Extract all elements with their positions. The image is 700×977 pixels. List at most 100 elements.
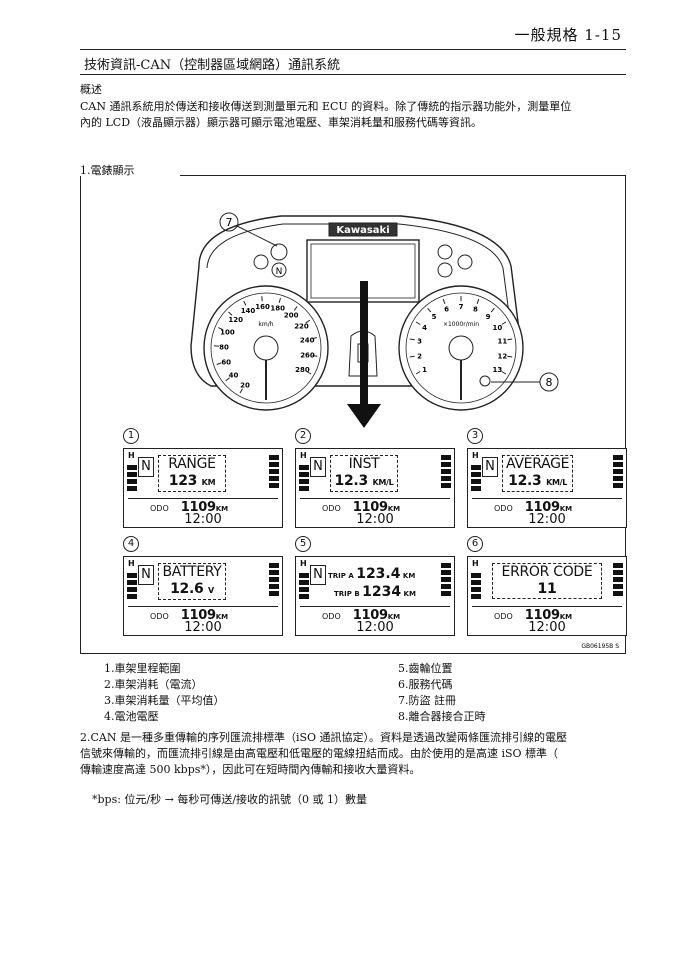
info-title: INST	[348, 456, 380, 472]
gauge-tick-mark	[409, 338, 415, 341]
fuel-bar-segment	[441, 476, 451, 481]
info-value: 11	[537, 581, 557, 597]
gauge-tick-mark	[415, 321, 421, 325]
temp-bar-segment	[299, 465, 309, 470]
temp-bar-segment	[127, 573, 137, 578]
callout-7: 7	[226, 216, 233, 229]
info-value: 123 KM	[168, 473, 216, 489]
info-value: 12.3 KM/L	[334, 473, 394, 489]
temp-bar-segment	[471, 486, 481, 491]
gauge-tick-mark	[507, 338, 513, 341]
fuel-bar-segment	[613, 584, 623, 589]
panel-number-3: 3	[467, 428, 483, 444]
figure-top-rule	[180, 175, 626, 176]
clock-readout: 12:00	[528, 620, 566, 635]
temp-bar-segment	[471, 580, 481, 585]
gauge-tick-mark	[490, 307, 495, 313]
fuel-bar-segment	[269, 570, 279, 575]
header-rule	[80, 49, 626, 50]
legend-item-2: 2.車架消耗（電流）	[104, 678, 203, 691]
fuel-bar-segment	[613, 455, 623, 460]
fuel-bar-segment	[441, 563, 451, 568]
note-line-3: 傳輸速度高達 500 kbps*），因此可在短時間內傳輸和接收大量資料。	[80, 763, 421, 776]
temp-bar-segment	[471, 472, 481, 477]
gauge-tick-mark	[501, 371, 507, 375]
temp-bar-segment	[299, 587, 309, 592]
temp-bar-segment	[471, 465, 481, 470]
clock-readout: 12:00	[528, 512, 566, 527]
fuel-bar-segment	[441, 469, 451, 474]
temp-bar-segment	[127, 486, 137, 491]
legend-item-8: 8.離合器接合正時	[398, 710, 486, 723]
temp-bar-segment	[299, 472, 309, 477]
figure-code: GB06195B S	[581, 643, 619, 650]
gauge-tick-mark	[306, 371, 312, 375]
down-arrow-icon	[347, 281, 381, 428]
fuel-bar-segment	[613, 476, 623, 481]
gauge-tick-mark	[476, 298, 480, 304]
overview-heading: 概述	[80, 83, 102, 96]
lcd-separator	[300, 606, 450, 607]
legend-item-1: 1.車架里程範圍	[104, 662, 181, 675]
fuel-bar-segment	[269, 483, 279, 488]
temp-bar-segment	[299, 486, 309, 491]
temp-bar-segment	[299, 479, 309, 484]
fuel-bar-segment	[441, 584, 451, 589]
fuel-bar-segment	[269, 563, 279, 568]
gauge-tick-label: 13	[493, 366, 503, 374]
gauge-tick-mark	[293, 306, 298, 311]
fuel-bar-segment	[441, 577, 451, 582]
gauge-tick-label: 7	[459, 303, 464, 311]
gauge-tick-label: 2	[417, 352, 422, 360]
section-title: 技術資訊-CAN（控制器區域網路）通訊系統	[84, 58, 341, 73]
temp-bar-segment	[127, 594, 137, 599]
gauge-tick-mark	[239, 388, 243, 394]
gear-indicator: N	[482, 457, 498, 477]
gauge-tick-mark	[228, 311, 233, 316]
gauge-tick-mark	[507, 355, 513, 358]
h-indicator: H	[300, 559, 307, 568]
gauge-tick-mark	[225, 377, 230, 382]
lcd-separator	[472, 606, 622, 607]
panel-number-2: 2	[295, 428, 311, 444]
gear-indicator: N	[310, 565, 326, 585]
gauge-tick-label: 4	[422, 324, 427, 332]
fuel-bar-segment	[613, 469, 623, 474]
fuel-bar-segment	[441, 570, 451, 575]
speedometer-unit: km/h	[258, 321, 273, 328]
fuel-bar-segment	[613, 570, 623, 575]
gauge-tick-label: 80	[219, 343, 229, 351]
fuel-bar-segment	[269, 469, 279, 474]
info-value: 12.6 V	[170, 581, 214, 597]
gauge-tick-label: 12	[498, 352, 508, 360]
overview-line-1: CAN 通訊系統用於傳送和接收傳送到測量單元和 ECU 的資料。除了傳統的指示器…	[80, 100, 572, 113]
clock-readout: 12:00	[356, 620, 394, 635]
svg-text:N: N	[276, 267, 283, 277]
gauge-tick-mark	[427, 307, 432, 313]
gauge-tick-label: 3	[417, 338, 422, 346]
fuel-bar-segment	[269, 455, 279, 460]
gauge-tick-label: 1	[422, 366, 427, 374]
fuel-bar-segment	[613, 483, 623, 488]
callout-8: 8	[546, 376, 553, 389]
panel-number-1: 1	[123, 428, 139, 444]
fuel-bar-segment	[269, 476, 279, 481]
section-rule	[80, 74, 626, 75]
lcd-separator	[128, 606, 278, 607]
fuel-bar-segment	[613, 462, 623, 467]
lcd-separator	[472, 498, 622, 499]
gauge-tick-label: 40	[229, 372, 239, 380]
page-number-title: 一般規格 1-15	[514, 26, 622, 44]
